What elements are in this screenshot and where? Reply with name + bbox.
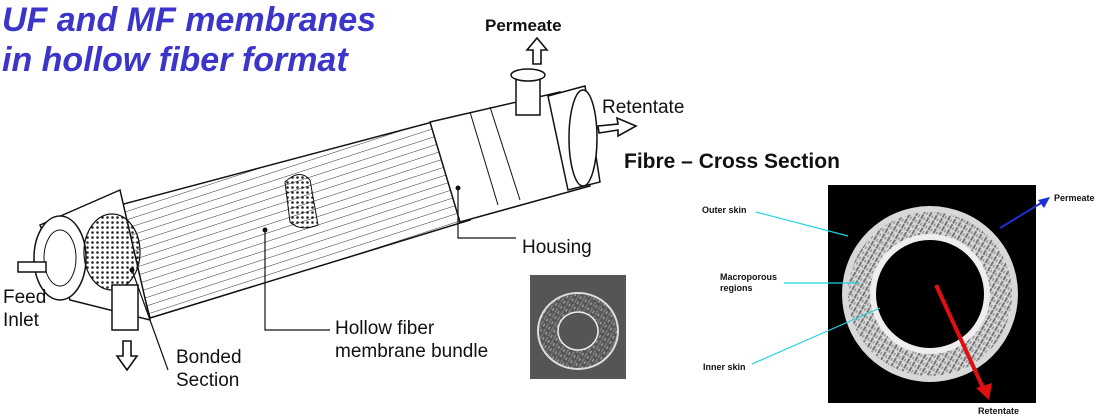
bonded-pointer <box>131 269 169 371</box>
macroporous-label: Macroporous regions <box>720 272 777 294</box>
bottom-outlet-port <box>111 284 139 331</box>
bonded-section <box>83 213 141 291</box>
macroporous-line-1: Macroporous <box>720 272 778 282</box>
cross-section-retentate-label: Retentate <box>978 406 1020 416</box>
feed-line-1: Feed <box>3 287 47 308</box>
outer-skin-label: Outer skin <box>702 205 747 215</box>
cross-section-heading: Fibre – Cross Section <box>624 150 840 173</box>
permeate-blue-arrow <box>999 199 1047 229</box>
outer-skin-pointer <box>755 211 849 237</box>
mesh-window <box>284 174 319 229</box>
bonded-section-label: Bonded Section <box>176 346 242 392</box>
retentate-red-arrow <box>934 284 986 391</box>
bottom-down-arrow <box>115 340 139 372</box>
hollow-fiber-line-1: Hollow fiber <box>335 318 435 339</box>
retentate-label: Retentate <box>602 97 685 118</box>
inner-skin-pointer <box>751 307 881 365</box>
retentate-right-arrow <box>597 116 638 138</box>
title-line-1: UF and MF membranes <box>2 1 377 39</box>
cross-section-permeate-label: Permeate <box>1054 193 1095 203</box>
housing-pointer <box>457 190 516 239</box>
diagram-title: UF and MF membranes in hollow fiber form… <box>2 0 376 80</box>
permeate-label: Permeate <box>485 16 562 35</box>
title-line-2: in hollow fiber format <box>2 41 348 79</box>
permeate-up-arrow <box>525 36 549 65</box>
feed-inlet-label: Feed Inlet <box>3 286 46 332</box>
macroporous-line-2: regions <box>720 283 753 293</box>
inner-skin-label: Inner skin <box>703 362 746 372</box>
bonded-line-1: Bonded <box>176 347 242 368</box>
hollow-fiber-label: Hollow fiber membrane bundle <box>335 317 488 363</box>
hollow-fiber-pointer <box>264 232 330 331</box>
housing-label: Housing <box>522 237 592 258</box>
hollow-fiber-line-2: membrane bundle <box>335 341 489 362</box>
bonded-line-2: Section <box>176 370 240 391</box>
feed-pipe <box>17 261 47 273</box>
feed-line-2: Inlet <box>3 310 39 331</box>
